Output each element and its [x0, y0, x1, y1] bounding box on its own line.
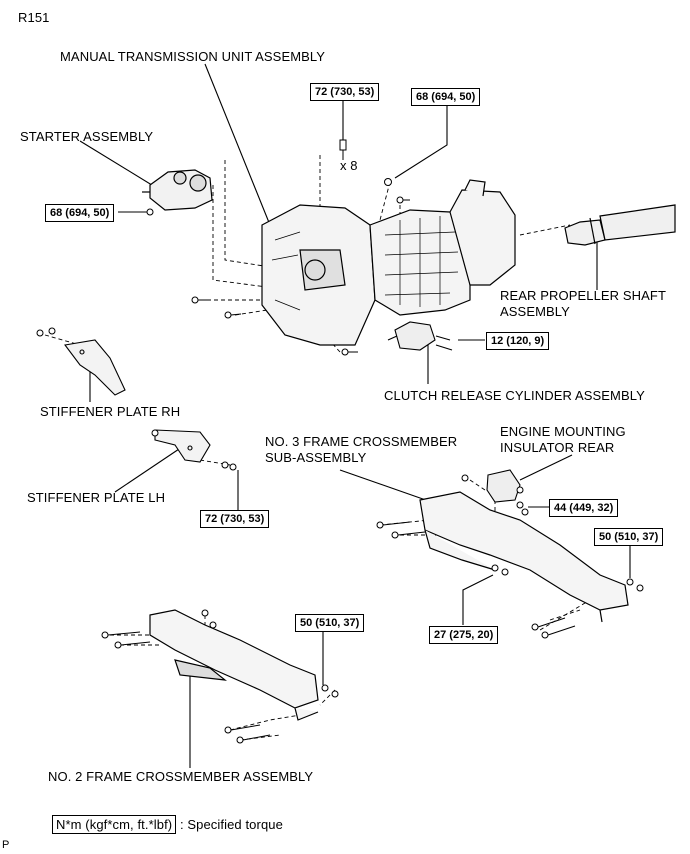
- label-frame3-1: NO. 3 FRAME CROSSMEMBER: [265, 434, 458, 449]
- diagram-code: R151: [18, 10, 50, 25]
- label-stiffener-rh: STIFFENER PLATE RH: [40, 404, 181, 419]
- torque-box: 72 (730, 53): [200, 510, 270, 528]
- clutch-release-cylinder: [387, 321, 453, 351]
- leader-stiffener-lh: [114, 444, 186, 493]
- label-clutch-release: CLUTCH RELEASE CYLINDER ASSEMBLY: [384, 388, 645, 403]
- fasteners: [36, 139, 644, 744]
- leader-torque-68-right: [394, 104, 448, 179]
- label-stiffener-lh: STIFFENER PLATE LH: [27, 490, 166, 505]
- footer-code: P: [2, 839, 10, 851]
- torque-box: 27 (275, 20): [429, 626, 499, 644]
- torque-box: 68 (694, 50): [45, 204, 115, 222]
- legend: N*m (kgf*cm, ft.*lbf) : Specified torque: [52, 815, 283, 834]
- torque-box: 68 (694, 50): [411, 88, 481, 106]
- engine-mounting-insulator: [486, 469, 521, 503]
- leader-starter: [79, 140, 161, 191]
- torque-box: 12 (120, 9): [486, 332, 550, 350]
- stiffener-plate-rh: [64, 339, 126, 396]
- leader-manual-transmission: [204, 63, 271, 226]
- torque-box: 44 (449, 32): [549, 499, 619, 517]
- leader-torque-27: [462, 574, 494, 625]
- label-frame3-2: SUB-ASSEMBLY: [265, 450, 367, 465]
- legend-unit: N*m (kgf*cm, ft.*lbf): [52, 815, 177, 834]
- starter-assembly: [142, 169, 213, 211]
- transmission-unit: [261, 179, 516, 346]
- rear-propeller-shaft: [564, 204, 676, 246]
- no3-frame-crossmember: [419, 491, 629, 623]
- torque-box: 72 (730, 53): [310, 83, 380, 101]
- legend-text: : Specified torque: [179, 817, 283, 832]
- label-engine-mount-1: ENGINE MOUNTING: [500, 424, 626, 439]
- label-frame2: NO. 2 FRAME CROSSMEMBER ASSEMBLY: [48, 769, 314, 784]
- stiffener-plate-lh: [154, 429, 211, 463]
- torque-box: 50 (510, 37): [295, 614, 365, 632]
- label-starter: STARTER ASSEMBLY: [20, 129, 154, 144]
- label-rear-shaft-2: ASSEMBLY: [500, 304, 570, 319]
- label-qty: x 8: [340, 158, 358, 173]
- label-rear-shaft-1: REAR PROPELLER SHAFT: [500, 288, 666, 303]
- label-manual-transmission: MANUAL TRANSMISSION UNIT ASSEMBLY: [60, 49, 326, 64]
- label-engine-mount-2: INSULATOR REAR: [500, 440, 615, 455]
- torque-box: 50 (510, 37): [594, 528, 664, 546]
- no2-frame-crossmember: [149, 609, 319, 721]
- leader-engine-mount: [519, 454, 573, 481]
